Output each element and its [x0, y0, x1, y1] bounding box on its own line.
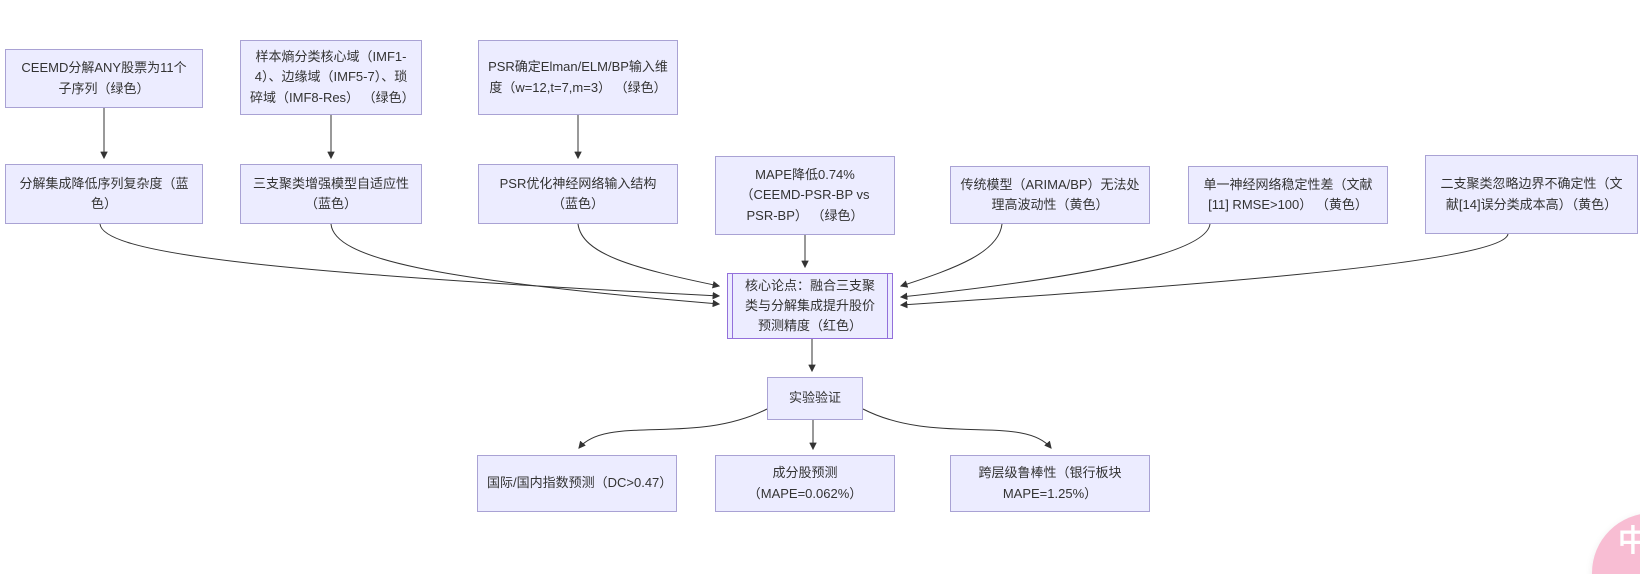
node-traditional-limit: 传统模型（ARIMA/BP）无法处理高波动性（黄色）	[950, 166, 1150, 224]
node-robustness: 跨层级鲁棒性（银行板块MAPE=1.25%）	[950, 455, 1150, 512]
edge-singlenn-to-core	[899, 223, 1211, 301]
node-psr-input-dim: PSR确定Elman/ELM/BP输入维度（w=12,t=7,m=3） （绿色）	[478, 40, 678, 115]
node-single-nn-unstable: 单一神经网络稳定性差（文献[11] RMSE>100） （黄色）	[1188, 166, 1388, 224]
edge-experiment-to-robustness	[862, 408, 1052, 449]
edge-twoway-to-core	[899, 233, 1509, 309]
node-psr-structure: PSR优化神经网络输入结构（蓝色）	[478, 164, 678, 224]
node-index-forecast: 国际/国内指数预测（DC>0.47）	[477, 455, 677, 512]
node-constituent-forecast: 成分股预测（MAPE=0.062%）	[715, 455, 895, 512]
translate-floating-button[interactable]: 中 A	[1592, 513, 1640, 574]
edge-structure-to-core	[577, 223, 721, 289]
node-mape-improve: MAPE降低0.74%（CEEMD-PSR-BP vs PSR-BP） （绿色）	[715, 156, 895, 235]
translate-cn-glyph: 中	[1618, 525, 1640, 558]
node-experiment: 实验验证	[767, 377, 863, 420]
node-sample-entropy: 样本熵分类核心域（IMF1-4）、边缘域（IMF5-7）、琐碎域（IMF8-Re…	[240, 40, 422, 115]
node-ceemd-decompose: CEEMD分解ANY股票为11个子序列（绿色）	[5, 49, 203, 108]
edge-experiment-to-index	[578, 408, 768, 449]
edge-traditional-to-core	[899, 223, 1003, 288]
node-core-thesis: 核心论点：融合三支聚类与分解集成提升股价预测精度（红色）	[727, 273, 893, 339]
node-decompose-complexity: 分解集成降低序列复杂度（蓝色）	[5, 164, 203, 224]
edge-complexity-to-core	[99, 223, 721, 300]
node-three-way-adaptive: 三支聚类增强模型自适应性（蓝色）	[240, 164, 422, 224]
edge-adaptive-to-core	[330, 223, 721, 308]
node-two-way-limit: 二支聚类忽略边界不确定性（文献[14]误分类成本高）（黄色）	[1425, 155, 1638, 234]
